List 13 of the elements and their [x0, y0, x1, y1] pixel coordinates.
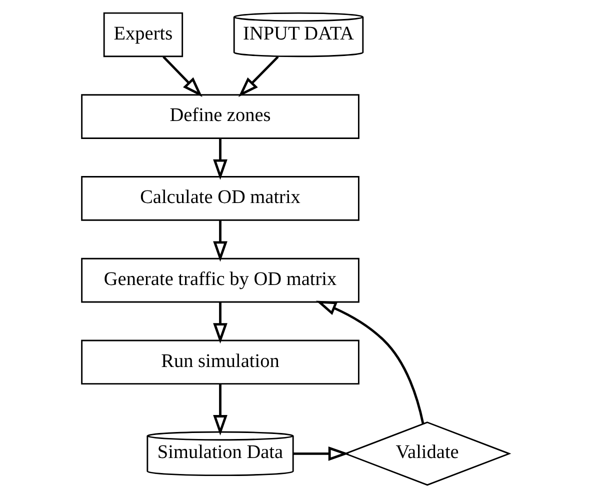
- node-box: Define zones: [80, 94, 359, 139]
- arrow: [292, 446, 348, 461]
- node-box: Run simulation: [80, 340, 359, 385]
- arrow: [212, 384, 227, 436]
- arrow: [212, 302, 227, 344]
- arrow: [212, 220, 227, 262]
- arrow: [212, 138, 227, 180]
- node-box: Calculate OD matrix: [80, 176, 359, 221]
- arrow: [162, 56, 202, 97]
- arrow: [315, 300, 424, 424]
- node-box: Experts: [102, 12, 183, 58]
- arrow: [238, 56, 278, 97]
- node-box: Generate traffic by OD matrix: [80, 258, 359, 303]
